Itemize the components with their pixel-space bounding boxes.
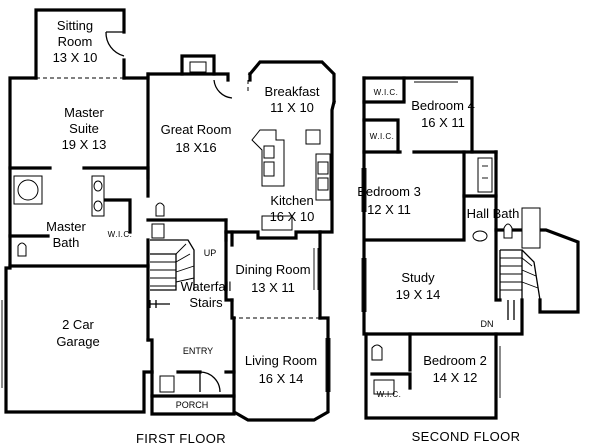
second-floor-title: SECOND FLOOR bbox=[412, 429, 521, 444]
master-suite-dims: 19 X 13 bbox=[62, 137, 107, 152]
master-bath-label: Master bbox=[46, 219, 86, 234]
fireplace bbox=[189, 61, 207, 73]
master-bath-label-2: Bath bbox=[53, 235, 80, 250]
first-floor-fixtures bbox=[1, 31, 331, 400]
second-floor-fixtures bbox=[361, 77, 541, 398]
bedroom2-dims: 14 X 12 bbox=[433, 370, 478, 385]
bedroom4-dims: 16 X 11 bbox=[421, 115, 465, 130]
garage-label: 2 Car bbox=[62, 317, 94, 332]
hall-bath-tub bbox=[521, 207, 541, 249]
sitting-room-door bbox=[105, 31, 125, 57]
master-suite-label-2: Suite bbox=[69, 121, 99, 136]
dining-room-dims: 13 X 11 bbox=[251, 280, 295, 295]
stairs-up-label: UP bbox=[204, 248, 217, 258]
wic-bottom-label: W.I.C. bbox=[377, 390, 402, 399]
second-floor-staircase bbox=[499, 249, 541, 320]
living-room-dims: 16 X 14 bbox=[259, 371, 304, 386]
first-floor-openings bbox=[36, 77, 320, 319]
second-floor-labels: W.I.C. Bedroom 4 16 X 11 W.I.C. Bedroom … bbox=[357, 88, 520, 444]
hall-bath-label: Hall Bath bbox=[467, 206, 520, 221]
study-dims: 19 X 14 bbox=[396, 287, 441, 302]
great-room-dims: 18 X16 bbox=[175, 140, 216, 155]
powder-toilet bbox=[155, 202, 165, 217]
breakfast-dims: 11 X 10 bbox=[270, 100, 314, 115]
first-floor-interior-walls bbox=[8, 72, 236, 374]
sitting-room-dims: 13 X 10 bbox=[53, 50, 98, 65]
second-floor-interior-walls bbox=[362, 76, 502, 390]
bedroom3-dims: 12 X 11 bbox=[367, 202, 411, 217]
bedroom2-toilet bbox=[371, 344, 383, 361]
kitchen-pantry bbox=[261, 215, 293, 231]
bedroom4-label: Bedroom 4 bbox=[411, 98, 475, 113]
porch-label: PORCH bbox=[176, 400, 209, 410]
sitting-room-label-2: Room bbox=[58, 34, 93, 49]
study-label: Study bbox=[401, 270, 435, 285]
wic-label: W.I.C. bbox=[108, 230, 133, 239]
living-room-label: Living Room bbox=[245, 353, 317, 368]
linen-closet bbox=[477, 157, 493, 193]
sitting-room-label: Sitting bbox=[57, 18, 93, 33]
stairs-down-label: DN bbox=[481, 319, 494, 329]
bedroom2-closet-shelf bbox=[373, 379, 395, 395]
breakfast-label: Breakfast bbox=[265, 84, 320, 99]
first-floor: Sitting Room 13 X 10 Master Suite 19 X 1… bbox=[1, 8, 336, 446]
waterfall-staircase bbox=[149, 239, 195, 308]
garage-label-2: Garage bbox=[56, 334, 99, 349]
kitchen-counter bbox=[315, 153, 331, 201]
dining-room-label: Dining Room bbox=[235, 262, 310, 277]
breakfast-table bbox=[305, 129, 321, 145]
hall-bath-toilet bbox=[503, 223, 513, 239]
hall-bath-sink bbox=[472, 230, 488, 242]
wic-top-label: W.I.C. bbox=[374, 88, 399, 97]
kitchen-label: Kitchen bbox=[270, 193, 313, 208]
master-bath-toilet bbox=[17, 242, 27, 257]
bedroom3-label: Bedroom 3 bbox=[357, 184, 421, 199]
first-floor-title: FIRST FLOOR bbox=[136, 431, 226, 446]
waterfall-stairs-label-2: Stairs bbox=[189, 295, 223, 310]
waterfall-stairs-label: Waterfall bbox=[181, 279, 232, 294]
first-floor-labels: Sitting Room 13 X 10 Master Suite 19 X 1… bbox=[46, 18, 320, 446]
entry-label: ENTRY bbox=[183, 346, 213, 356]
great-room-label: Great Room bbox=[161, 122, 232, 137]
master-suite-label: Master bbox=[64, 105, 104, 120]
kitchen-dims: 16 X 10 bbox=[270, 209, 315, 224]
bedroom2-label: Bedroom 2 bbox=[423, 353, 487, 368]
wic-mid-label: W.I.C. bbox=[370, 132, 395, 141]
second-floor: W.I.C. Bedroom 4 16 X 11 W.I.C. Bedroom … bbox=[357, 76, 580, 444]
front-door bbox=[199, 371, 221, 393]
